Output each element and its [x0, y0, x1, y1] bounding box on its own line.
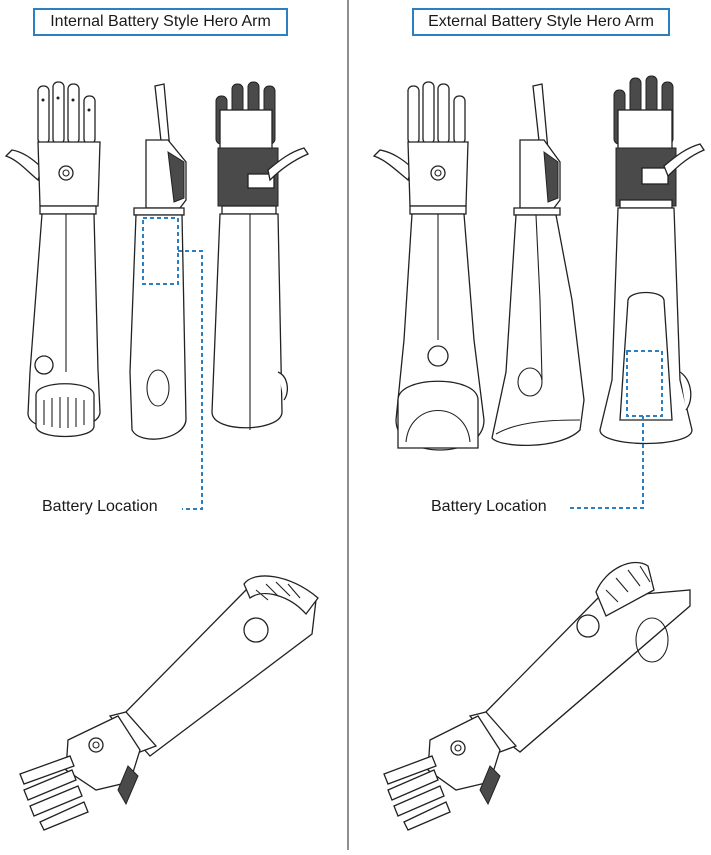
internal-arm-front-view: [4, 81, 101, 438]
external-battery-title: External Battery Style Hero Arm: [412, 8, 670, 36]
internal-battery-marker: [142, 217, 179, 285]
internal-arm-back-view: [211, 81, 309, 430]
external-arm-perspective-view: [383, 561, 691, 831]
external-battery-leader: [570, 416, 644, 509]
external-battery-marker: [626, 350, 663, 417]
external-battery-location-label: Battery Location: [431, 498, 547, 515]
external-arm-front-view: [372, 81, 485, 451]
external-arm-side-view: [491, 83, 585, 447]
internal-arm-perspective-view: [19, 575, 319, 831]
internal-battery-title: Internal Battery Style Hero Arm: [33, 8, 288, 36]
external-arm-back-view: [599, 75, 705, 445]
internal-battery-location-label: Battery Location: [42, 498, 158, 515]
